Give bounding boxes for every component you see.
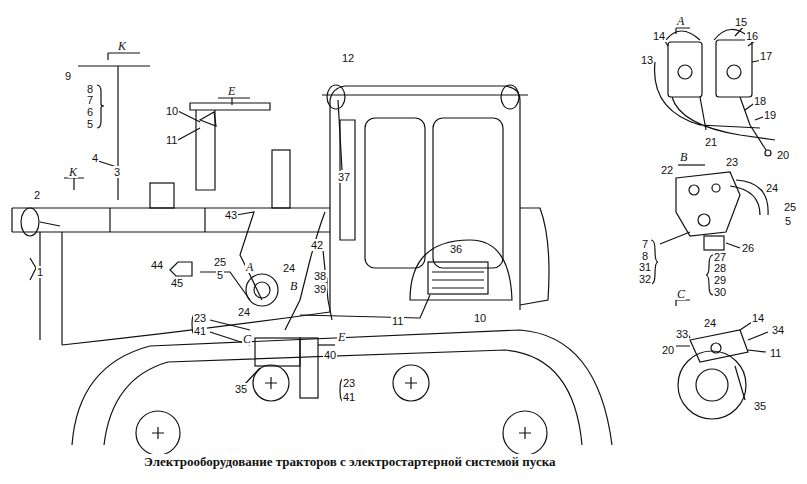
callout-number: 30 bbox=[713, 286, 727, 298]
callout-number: 4 bbox=[91, 152, 99, 164]
callout-number: 44 bbox=[150, 259, 164, 271]
view-letter: Е bbox=[227, 85, 236, 97]
callout-number: 41 bbox=[342, 391, 356, 403]
callout-number: 24 bbox=[282, 262, 296, 274]
callout-number: 11 bbox=[769, 347, 782, 359]
view-letter: К bbox=[117, 40, 127, 52]
caption: Электрооборудование тракторов с электрос… bbox=[142, 454, 557, 470]
callout-number: 25 bbox=[783, 201, 797, 213]
callout-number: 16 bbox=[745, 30, 759, 42]
callout-number: 45 bbox=[170, 277, 184, 289]
callout-number: 31 bbox=[638, 261, 652, 273]
callout-number: 24 bbox=[703, 317, 717, 329]
callout-number: 5 bbox=[216, 269, 224, 281]
callout-number: 29 bbox=[713, 274, 727, 286]
callout-number: 35 bbox=[234, 383, 248, 395]
callout-number: 23 bbox=[193, 312, 207, 324]
callout-number: 25 bbox=[213, 256, 227, 268]
callout-number: 2 bbox=[33, 189, 41, 201]
road-wheels bbox=[136, 365, 547, 455]
callout-number: 10 bbox=[165, 105, 179, 117]
callout-number: 12 bbox=[341, 52, 355, 64]
callout-number: 34 bbox=[771, 324, 785, 336]
callout-number: 5 bbox=[784, 215, 792, 227]
callout-number: 37 bbox=[337, 171, 351, 183]
callout-number: 7 bbox=[86, 94, 94, 106]
headlights bbox=[21, 85, 519, 280]
view-letter: А bbox=[245, 261, 254, 273]
callout-number: 42 bbox=[310, 239, 324, 251]
hood-body bbox=[12, 150, 549, 345]
callout-number: 20 bbox=[661, 344, 675, 356]
view-letter: С bbox=[242, 333, 252, 345]
callout-number: 14 bbox=[652, 30, 666, 42]
view-letter: К bbox=[68, 166, 78, 178]
callout-number: 1 bbox=[36, 266, 44, 278]
callout-number: 28 bbox=[713, 262, 727, 274]
inset-a-relays bbox=[655, 25, 775, 156]
callout-number: 21 bbox=[704, 136, 718, 148]
callout-number: 38 bbox=[313, 270, 327, 282]
callout-number: 14 bbox=[751, 312, 765, 324]
callout-number: 19 bbox=[763, 109, 777, 121]
callout-number: 11 bbox=[165, 134, 178, 146]
view-letter: В bbox=[289, 280, 298, 292]
callout-number: 5 bbox=[86, 118, 94, 130]
view-letter: Е bbox=[337, 331, 346, 343]
callout-number: 22 bbox=[660, 164, 674, 176]
callout-number: 41 bbox=[193, 325, 207, 337]
harness bbox=[170, 100, 430, 402]
callout-number: 20 bbox=[776, 149, 790, 161]
track-inner bbox=[104, 350, 582, 445]
callout-number: 32 bbox=[638, 273, 652, 285]
inset-c-starter bbox=[676, 300, 768, 419]
inset-b-bracket bbox=[651, 165, 768, 295]
callout-number: 9 bbox=[64, 70, 72, 82]
callout-number: 43 bbox=[224, 209, 238, 221]
callout-number: 13 bbox=[640, 54, 654, 66]
callout-number: 10 bbox=[473, 312, 487, 324]
callout-number: 23 bbox=[342, 377, 356, 389]
callout-number: 15 bbox=[734, 16, 748, 28]
callout-number: 36 bbox=[449, 243, 463, 255]
callout-number: 24 bbox=[765, 182, 779, 194]
callout-number: 7 bbox=[641, 238, 649, 250]
callout-number: 24 bbox=[237, 306, 251, 318]
cab bbox=[322, 86, 528, 312]
callout-number: 3 bbox=[113, 166, 121, 178]
view-letter: В bbox=[679, 151, 688, 163]
callout-number: 33 bbox=[675, 328, 689, 340]
callout-number: 26 bbox=[741, 242, 755, 254]
callout-number: 40 bbox=[323, 349, 337, 361]
callout-number: 39 bbox=[313, 283, 327, 295]
track-outer bbox=[72, 330, 612, 445]
callout-number: 35 bbox=[753, 400, 767, 412]
callout-number: 6 bbox=[86, 106, 94, 118]
callout-number: 23 bbox=[725, 156, 739, 168]
callout-number: 11 bbox=[391, 315, 404, 327]
wiring-k bbox=[64, 53, 150, 200]
view-letter: С bbox=[676, 288, 686, 300]
callout-number: 18 bbox=[753, 95, 767, 107]
wiring-e bbox=[178, 98, 270, 190]
view-letter: А bbox=[676, 15, 685, 27]
callout-number: 17 bbox=[759, 50, 773, 62]
